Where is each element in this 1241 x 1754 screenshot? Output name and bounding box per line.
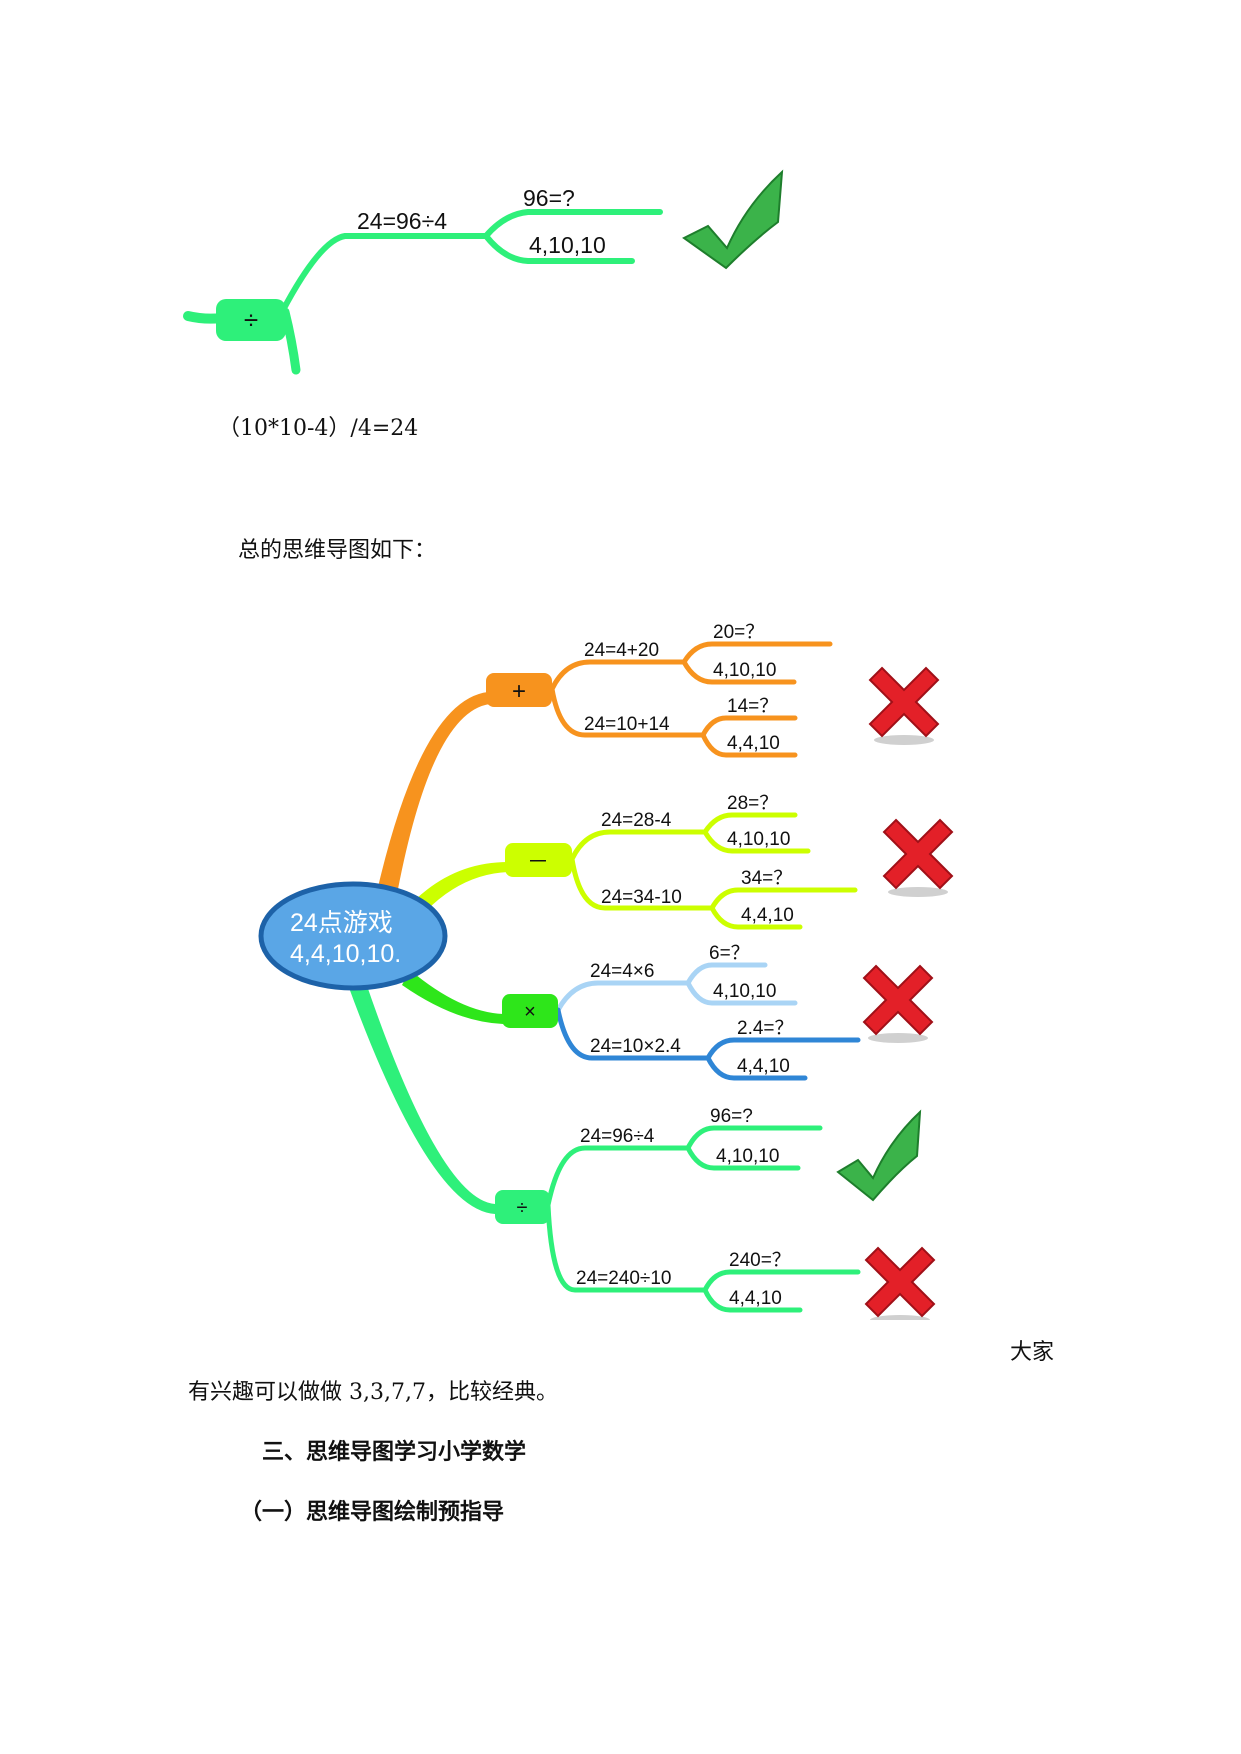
- times-b1-numbers: 4,10,10: [713, 981, 776, 1002]
- center-node: [258, 881, 448, 991]
- top-mind-map: ÷ 24=96÷4 96=? 4,10,10: [183, 169, 784, 375]
- times-branch-1: [555, 980, 691, 1013]
- divide-node: [495, 1190, 550, 1224]
- paragraph-continued: 有兴趣可以做做 3,3,7,7，比较经典。: [188, 1380, 558, 1405]
- top-leaf-numbers: 4,10,10: [529, 232, 606, 258]
- top-branch-up: [279, 233, 489, 315]
- formula-line: （10*10-4）/4=24: [218, 416, 419, 441]
- times-leaf-1q: [685, 962, 768, 986]
- plus-op: +: [512, 678, 526, 705]
- intro-line: 总的思维导图如下：: [238, 538, 437, 563]
- stem-minus: [415, 862, 508, 912]
- minus-op: －: [527, 849, 549, 874]
- minus-branch-2: [569, 856, 715, 911]
- minus-b1-question: 28=？: [727, 793, 778, 814]
- divide-leaf-2q: [702, 1269, 861, 1293]
- minus-b2-numbers: 4,4,10: [741, 905, 794, 926]
- times-node: [502, 994, 558, 1028]
- plus-leaf-2q: [700, 715, 798, 738]
- stem-plus: [375, 692, 490, 905]
- divide-b1-label: 24=96÷4: [580, 1126, 655, 1147]
- times-b2-label: 24=10×2.4: [590, 1036, 681, 1057]
- divide-leaf-1q: [685, 1125, 823, 1151]
- stem-divide: [348, 980, 495, 1214]
- minus-branch-1: [569, 829, 708, 862]
- center-title: 24点游戏: [290, 909, 393, 937]
- times-b2-numbers: 4,4,10: [737, 1056, 790, 1077]
- plus-leaf-2n: [700, 732, 798, 758]
- times-branch-2: [555, 1007, 711, 1061]
- times-op: ×: [524, 1001, 536, 1023]
- plus-b2-label: 24=10+14: [584, 714, 670, 735]
- divide-b2-numbers: 4,4,10: [729, 1288, 782, 1309]
- top-branch-label: 24=96÷4: [357, 208, 447, 234]
- minus-leaf-2q: [709, 887, 858, 911]
- divide-b2-question: 240=？: [729, 1250, 791, 1271]
- divide-leaf-1n: [685, 1145, 801, 1171]
- plus-leaf-1n: [681, 659, 797, 685]
- plus-cross-icon: [868, 666, 940, 745]
- divide-cross-icon: [864, 1246, 936, 1320]
- top-divide-node: [216, 299, 286, 341]
- divide-leaf-2n: [702, 1287, 803, 1313]
- plus-b2-question: 14=？: [727, 696, 778, 717]
- divide-check-icon: [836, 1109, 922, 1202]
- top-down-stub: [280, 307, 301, 375]
- divide-b1-question: 96=?: [710, 1106, 753, 1127]
- plus-b2-numbers: 4,4,10: [727, 733, 780, 754]
- plus-branch-1: [549, 659, 687, 692]
- plus-leaf-1q: [681, 641, 833, 665]
- plus-node: [486, 673, 552, 707]
- divide-b2-label: 24=240÷10: [576, 1268, 672, 1289]
- times-cross-icon: [862, 964, 934, 1043]
- full-mind-map: 24点游戏 4,4,10,10. + 24=4+20 20=？ 4,10,10 …: [258, 622, 954, 1320]
- top-leaf-question: 96=?: [523, 185, 575, 211]
- plus-branch-2: [549, 686, 706, 738]
- minus-b1-numbers: 4,10,10: [727, 829, 790, 850]
- times-leaf-2q: [705, 1037, 861, 1061]
- times-b1-label: 24=4×6: [590, 961, 654, 982]
- divide-branch-1: [545, 1145, 691, 1208]
- minus-b2-label: 24=34-10: [601, 887, 682, 908]
- stem-times: [402, 970, 503, 1024]
- minus-leaf-1n: [702, 829, 811, 854]
- plus-b1-numbers: 4,10,10: [713, 660, 776, 681]
- minus-leaf-2n: [709, 905, 803, 930]
- minus-node: [505, 843, 572, 877]
- divide-op: ÷: [517, 1197, 528, 1219]
- subsection-heading-1: （一）思维导图绘制预指导: [240, 1499, 505, 1525]
- times-leaf-2n: [705, 1055, 808, 1081]
- top-check-icon: [682, 169, 784, 270]
- minus-leaf-1q: [702, 812, 798, 835]
- times-b1-question: 6=？: [709, 943, 750, 964]
- section-heading-3: 三、思维导图学习小学数学: [262, 1439, 527, 1465]
- minus-b1-label: 24=28-4: [601, 810, 672, 831]
- divide-b1-numbers: 4,10,10: [716, 1146, 779, 1167]
- minus-cross-icon: [882, 818, 954, 897]
- center-numbers: 4,4,10,10.: [290, 940, 401, 968]
- divide-branch-2: [545, 1202, 708, 1293]
- top-divide-op: ÷: [244, 305, 258, 335]
- times-b2-question: 2.4=？: [737, 1018, 794, 1039]
- times-leaf-1n: [685, 980, 798, 1006]
- top-leaf-lower: [483, 233, 635, 264]
- paragraph-end: 大家: [1010, 1340, 1055, 1365]
- minus-b2-question: 34=？: [741, 868, 792, 889]
- plus-b1-question: 20=？: [713, 622, 764, 643]
- plus-b1-label: 24=4+20: [584, 640, 659, 661]
- top-leaf-upper: [483, 209, 663, 239]
